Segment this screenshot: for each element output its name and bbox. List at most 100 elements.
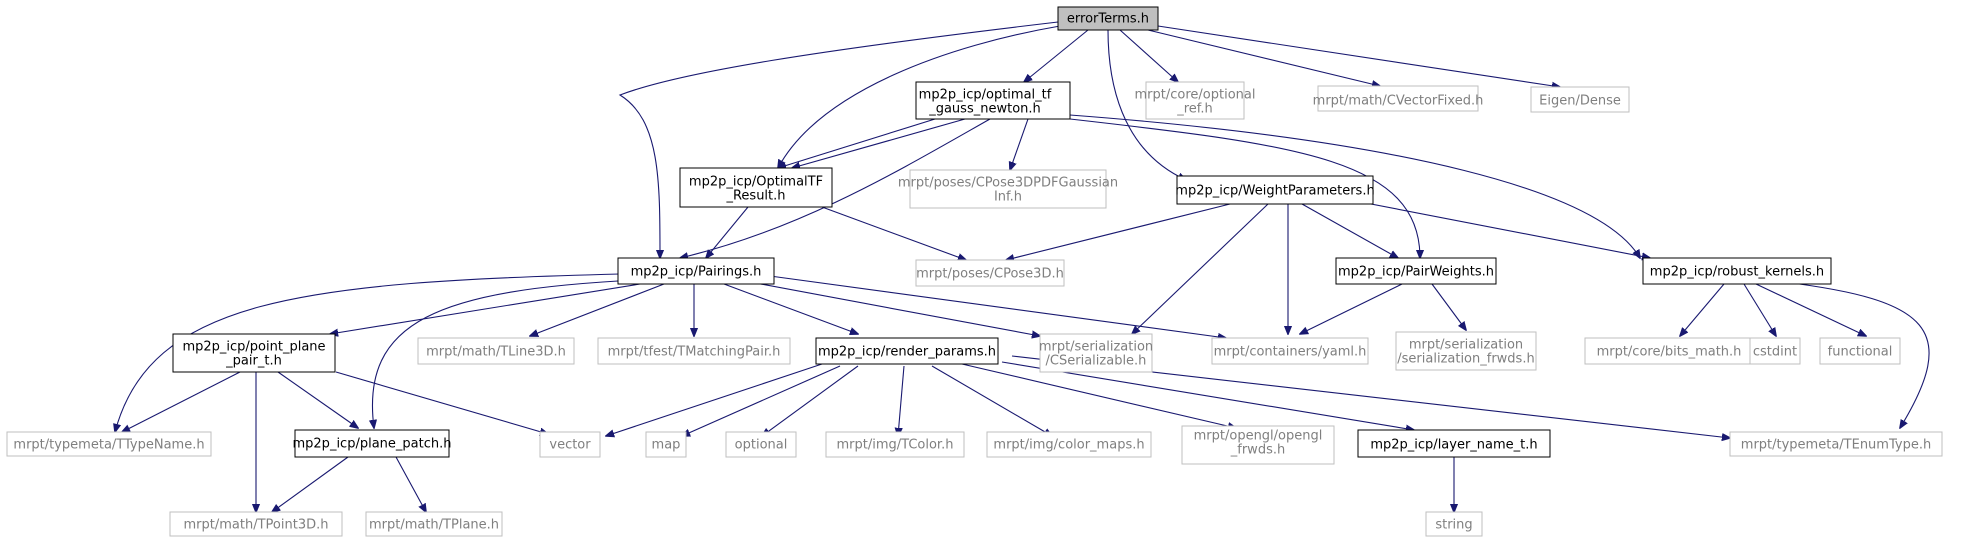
- node-label: mrpt/img/TColor.h: [837, 438, 954, 453]
- node-label-line: mp2p_icp/Pairings.h: [631, 265, 762, 280]
- node-optimaltf-result[interactable]: mp2p_icp/OptimalTF_Result.h: [679, 167, 833, 208]
- node-tenumtype[interactable]: mrpt/typemeta/TEnumType.h: [1729, 431, 1943, 457]
- edge-render_params-vector: [606, 363, 823, 436]
- node-tline3d[interactable]: mrpt/math/TLine3D.h: [417, 337, 575, 365]
- node-label: cstdint: [1753, 345, 1797, 360]
- node-label-line: _ref.h: [1176, 102, 1213, 117]
- node-weightparameters[interactable]: mp2p_icp/WeightParameters.h: [1175, 175, 1375, 205]
- node-label: mp2p_icp/optimal_tf_gauss_newton.h: [919, 88, 1052, 117]
- node-opengl-frwds[interactable]: mrpt/opengl/opengl_frwds.h: [1181, 425, 1335, 465]
- edge-pairings-tline3d: [530, 283, 665, 336]
- node-label-line: mrpt/serialization: [1409, 338, 1523, 353]
- node-serialization-frwds[interactable]: mrpt/serialization/serialization_frwds.h: [1395, 331, 1537, 371]
- node-optimal-tf-gauss-newton[interactable]: mp2p_icp/optimal_tf_gauss_newton.h: [915, 81, 1071, 120]
- node-label-line: mp2p_icp/plane_patch.h: [293, 437, 452, 452]
- node-tcolor[interactable]: mrpt/img/TColor.h: [825, 431, 965, 458]
- node-label: mrpt/math/TPoint3D.h: [184, 518, 329, 533]
- edge-robust_kernels-cstdint: [1743, 283, 1776, 336]
- node-label-line: cstdint: [1753, 345, 1797, 360]
- node-cserializable[interactable]: mrpt/serialization/CSerializable.h: [1039, 333, 1153, 373]
- edge-errorTerms-weightparams: [1107, 29, 1186, 180]
- node-label-line: _pair_t.h: [225, 354, 282, 369]
- node-label-line: mrpt/math/TPoint3D.h: [184, 518, 329, 533]
- node-cstdint[interactable]: cstdint: [1749, 337, 1801, 365]
- node-label: mrpt/tfest/TMatchingPair.h: [608, 345, 781, 360]
- node-label: mp2p_icp/Pairings.h: [631, 265, 762, 280]
- edge-robust_kernels-bits_math: [1680, 283, 1725, 336]
- edge-optimaltf_result-pairings: [706, 206, 749, 258]
- edge-pairings-cserializable: [749, 281, 1040, 336]
- edge-point_plane-ttypename: [122, 371, 241, 432]
- node-eigen-dense[interactable]: Eigen/Dense: [1530, 86, 1630, 113]
- edge-robust_kernels-tenumtype: [1783, 281, 1930, 428]
- node-optional-ref[interactable]: mrpt/core/optional_ref.h: [1135, 81, 1256, 120]
- edge-optimal_gn-pairings: [680, 118, 991, 258]
- node-label: mrpt/serialization/serialization_frwds.h: [1397, 338, 1534, 367]
- node-label-line: mrpt/img/TColor.h: [837, 438, 954, 453]
- node-label-line: /CSerializable.h: [1046, 354, 1147, 369]
- edge-plane_patch-tplane: [395, 456, 426, 512]
- edge-render_params-tcolor: [898, 365, 905, 436]
- edge-pairings-point_plane: [330, 283, 641, 334]
- node-pairings[interactable]: mp2p_icp/Pairings.h: [617, 257, 775, 285]
- node-color-maps[interactable]: mrpt/img/color_maps.h: [986, 431, 1152, 458]
- node-label-line: mrpt/core/bits_math.h: [1597, 345, 1742, 360]
- node-label-line: map: [652, 438, 681, 453]
- edge-errorTerms-pairings: [618, 21, 1059, 258]
- node-label: Eigen/Dense: [1539, 94, 1621, 109]
- node-point-plane-pair-t[interactable]: mp2p_icp/point_plane_pair_t.h: [172, 333, 336, 373]
- node-label-line: optional: [735, 438, 788, 453]
- node-tplane[interactable]: mrpt/math/TPlane.h: [365, 511, 503, 537]
- node-label-line: string: [1435, 518, 1472, 533]
- node-label-line: Inf.h: [994, 190, 1022, 205]
- node-errorTerms[interactable]: errorTerms.h: [1057, 6, 1159, 31]
- node-functional[interactable]: functional: [1819, 337, 1901, 365]
- edge-weightparams-cpose3d: [1006, 203, 1231, 260]
- edge-plane_patch-tpoint3d: [272, 456, 349, 512]
- node-cpose3d[interactable]: mrpt/poses/CPose3D.h: [915, 259, 1065, 287]
- node-plane-patch[interactable]: mp2p_icp/plane_patch.h: [293, 429, 452, 458]
- node-tpoint3d[interactable]: mrpt/math/TPoint3D.h: [169, 511, 343, 537]
- node-label: mrpt/math/TLine3D.h: [426, 345, 566, 360]
- node-label: mrpt/math/CVectorFixed.h: [1313, 94, 1484, 109]
- node-cvectorfixed[interactable]: mrpt/math/CVectorFixed.h: [1313, 85, 1484, 112]
- dependency-edges: [115, 21, 1930, 512]
- edge-pairings-ttypename: [115, 273, 621, 432]
- edge-errorTerms-optional_ref: [1119, 29, 1178, 82]
- node-yaml[interactable]: mrpt/containers/yaml.h: [1211, 337, 1369, 365]
- edge-weightparams-pairweights: [1301, 203, 1398, 258]
- node-label: mp2p_icp/point_plane_pair_t.h: [182, 340, 325, 369]
- node-bits-math[interactable]: mrpt/core/bits_math.h: [1584, 337, 1754, 365]
- node-robust-kernels[interactable]: mp2p_icp/robust_kernels.h: [1642, 257, 1832, 285]
- node-ttypename[interactable]: mrpt/typemeta/TTypeName.h: [6, 431, 212, 457]
- node-tmatchingpair[interactable]: mrpt/tfest/TMatchingPair.h: [597, 337, 791, 365]
- edge-render_params-map: [682, 365, 841, 436]
- node-label: mrpt/opengl/opengl_frwds.h: [1194, 429, 1323, 458]
- node-render-params[interactable]: mp2p_icp/render_params.h: [815, 337, 999, 365]
- node-label-line: /serialization_frwds.h: [1397, 352, 1534, 367]
- node-label: mp2p_icp/PairWeights.h: [1338, 265, 1494, 280]
- node-string[interactable]: string: [1425, 511, 1483, 537]
- node-vector[interactable]: vector: [539, 431, 601, 458]
- node-layer-name-t[interactable]: mp2p_icp/layer_name_t.h: [1357, 429, 1551, 458]
- node-label-line: mrpt/math/CVectorFixed.h: [1313, 94, 1484, 109]
- node-label: mp2p_icp/WeightParameters.h: [1175, 184, 1374, 199]
- node-map[interactable]: map: [645, 431, 687, 458]
- edge-weightparams-cserializable: [1132, 203, 1269, 334]
- node-label-line: mrpt/math/TLine3D.h: [426, 345, 566, 360]
- edge-weightparams-robust_kernels: [1339, 197, 1650, 258]
- node-label-line: mp2p_icp/point_plane: [182, 340, 325, 355]
- node-optional[interactable]: optional: [725, 431, 797, 458]
- edge-pairings-plane_patch: [372, 279, 637, 428]
- edge-render_params-layer_name: [1001, 361, 1414, 430]
- node-pairweights[interactable]: mp2p_icp/PairWeights.h: [1335, 257, 1497, 285]
- edge-pairweights-yaml: [1300, 283, 1403, 334]
- edge-pairweights-serialization_frwds: [1431, 283, 1466, 330]
- node-label: string: [1435, 518, 1472, 533]
- node-label-line: mp2p_icp/layer_name_t.h: [1370, 438, 1537, 453]
- node-label-line: mrpt/img/color_maps.h: [993, 438, 1144, 453]
- node-label: mrpt/serialization/CSerializable.h: [1039, 340, 1153, 369]
